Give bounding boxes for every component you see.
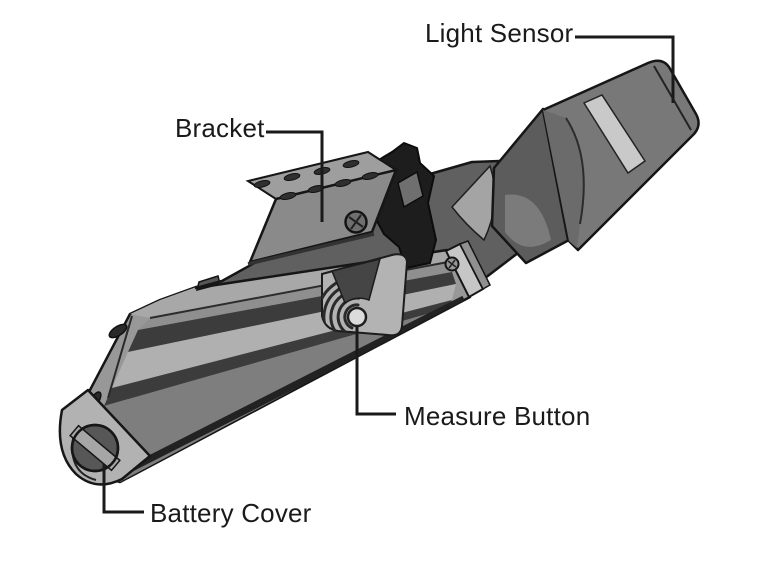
label-light-sensor: Light Sensor xyxy=(425,18,574,48)
panel-shadow-wedge xyxy=(330,257,382,305)
battery-cover-cap xyxy=(58,388,152,486)
label-measure-button: Measure Button xyxy=(404,401,591,431)
flare-crease xyxy=(107,315,133,399)
body-ribs xyxy=(104,249,466,482)
clamp-slot xyxy=(397,170,424,209)
measure-button-panel xyxy=(321,253,409,337)
bracket-screw xyxy=(344,210,368,234)
sensor-head-ring xyxy=(582,94,647,175)
label-battery-cover: Battery Cover xyxy=(150,498,312,528)
label-bracket: Bracket xyxy=(175,113,265,143)
clamp-screw xyxy=(444,256,460,272)
body-end-collar xyxy=(444,240,491,299)
measure-button[interactable] xyxy=(346,306,368,328)
head-shading xyxy=(543,110,584,248)
callout-line-measure-button xyxy=(355,327,396,416)
sensor-head xyxy=(541,59,700,252)
callout-line-light-sensor xyxy=(575,35,675,103)
callout-line-bracket xyxy=(266,130,324,222)
callout-line-battery-cover xyxy=(102,464,144,514)
battery-screw-slot xyxy=(69,424,121,472)
mount-slot xyxy=(108,323,128,339)
